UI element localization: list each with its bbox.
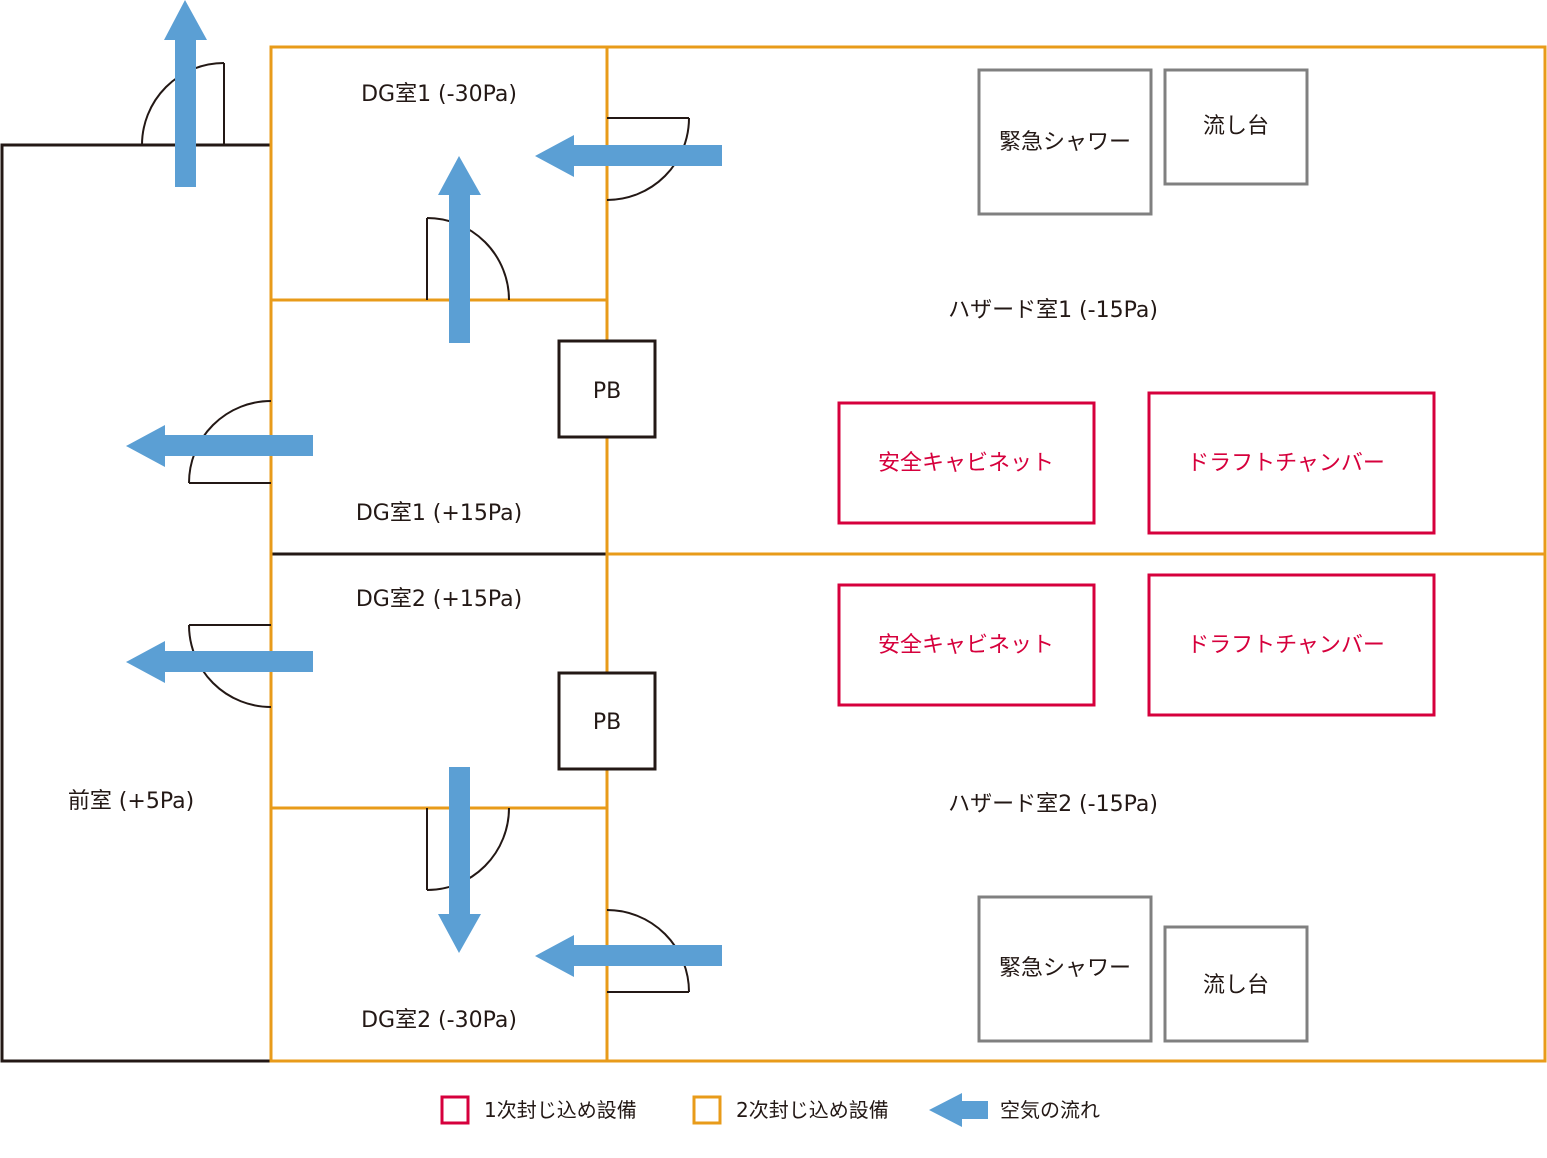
safety-cabinet-2: 安全キャビネット	[837, 583, 1096, 707]
legend-item-air-flow: 空気の流れ	[929, 1093, 1100, 1127]
sink-1: 流し台	[1163, 68, 1309, 186]
svg-text:1次封じ込め設備: 1次封じ込め設備	[484, 1098, 637, 1122]
svg-text:安全キャビネット: 安全キャビネット	[878, 633, 1054, 658]
svg-text:緊急シャワー: 緊急シャワー	[999, 130, 1131, 155]
air-flow-arrow	[164, 0, 207, 187]
door-dg2-anteroom	[188, 624, 272, 708]
svg-text:緊急シャワー: 緊急シャワー	[999, 956, 1131, 981]
draft-chamber-1: ドラフトチャンバー	[1147, 391, 1436, 535]
door-dg1-inner	[426, 217, 510, 301]
emergency-shower-2: 緊急シャワー	[977, 895, 1153, 1043]
door-dg1-hazard1	[606, 117, 690, 201]
room-label-anteroom: 前室 (+5Pa)	[68, 789, 194, 814]
door-dg2-hazard2	[606, 909, 690, 993]
svg-text:空気の流れ: 空気の流れ	[1000, 1098, 1100, 1122]
arrow-icon	[929, 1093, 988, 1127]
air-flow-arrows	[126, 0, 722, 977]
pb-label: PB	[593, 710, 621, 735]
legend-item-secondary: 2次封じ込め設備	[692, 1095, 889, 1125]
doors	[141, 62, 690, 993]
svg-text:安全キャビネット: 安全キャビネット	[878, 451, 1054, 476]
room-label-hazard2: ハザード室2 (-15Pa)	[948, 792, 1158, 817]
room-label-dg1-negative: DG室1 (-30Pa)	[361, 82, 517, 107]
draft-chamber-2: ドラフトチャンバー	[1147, 573, 1436, 717]
legend-swatch-secondary	[692, 1095, 722, 1125]
safety-cabinet-1: 安全キャビネット	[837, 401, 1096, 525]
emergency-shower-1: 緊急シャワー	[977, 68, 1153, 216]
pb-box-1: PB	[557, 339, 657, 439]
pb-label: PB	[593, 379, 621, 404]
air-flow-arrow	[126, 425, 313, 467]
legend-item-primary: 1次封じ込め設備	[440, 1095, 637, 1125]
air-flow-arrow	[126, 641, 313, 683]
air-flow-arrow	[438, 156, 481, 343]
legend: 1次封じ込め設備 2次封じ込め設備 空気の流れ	[440, 1093, 1100, 1127]
svg-text:2次封じ込め設備: 2次封じ込め設備	[736, 1098, 889, 1122]
pb-box-2: PB	[557, 671, 657, 771]
door-dg2-inner	[426, 807, 510, 891]
secondary-containment-walls	[269, 45, 1547, 1063]
sink-2: 流し台	[1163, 925, 1309, 1043]
svg-text:流し台: 流し台	[1203, 973, 1269, 998]
door-exit	[141, 62, 225, 146]
svg-text:ドラフトチャンバー: ドラフトチャンバー	[1187, 633, 1385, 658]
room-label-dg2-positive: DG室2 (+15Pa)	[356, 587, 522, 612]
air-flow-arrow	[438, 767, 481, 953]
air-flow-arrow	[535, 135, 722, 177]
air-flow-arrow	[535, 935, 722, 977]
legend-swatch-primary	[440, 1095, 470, 1125]
svg-text:ドラフトチャンバー: ドラフトチャンバー	[1187, 451, 1385, 476]
room-label-dg2-negative: DG室2 (-30Pa)	[361, 1008, 517, 1033]
room-label-dg1-positive: DG室1 (+15Pa)	[356, 501, 522, 526]
svg-text:流し台: 流し台	[1203, 114, 1269, 139]
door-dg1-anteroom	[188, 400, 272, 484]
room-label-hazard1: ハザード室1 (-15Pa)	[948, 298, 1158, 323]
